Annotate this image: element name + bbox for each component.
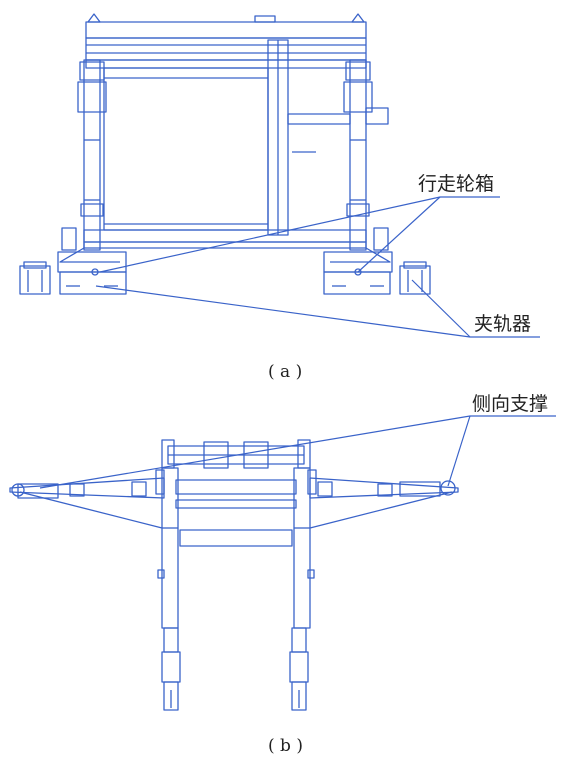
label-rail-clamp: 夹轨器 — [474, 313, 532, 335]
caption-a: ( a ) — [268, 362, 303, 382]
figure-a-drawing — [19, 13, 431, 295]
figure-b-leaders — [39, 415, 556, 489]
label-lateral-support: 侧向支撑 — [472, 393, 549, 415]
figure-a-leaders — [95, 196, 540, 338]
caption-b: ( b ) — [268, 736, 303, 756]
label-wheel-box: 行走轮箱 — [418, 173, 495, 195]
figure-b-drawing — [9, 439, 459, 711]
